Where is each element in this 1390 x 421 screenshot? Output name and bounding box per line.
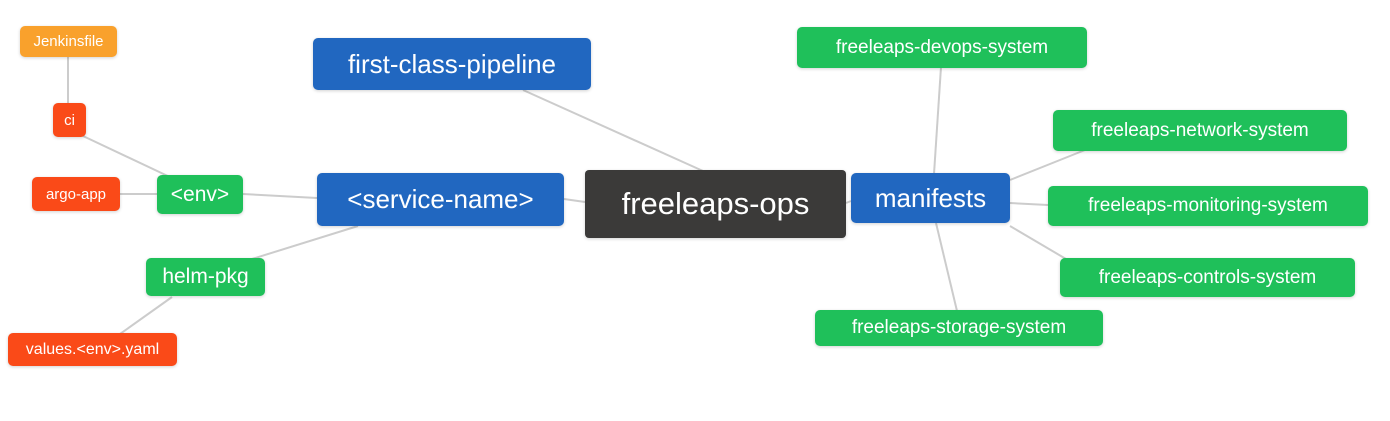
node-freeleaps-monitoring-system[interactable]: freeleaps-monitoring-system xyxy=(1048,186,1368,226)
edge-helm-pkg-service-name xyxy=(251,225,359,260)
node-freeleaps-devops-system[interactable]: freeleaps-devops-system xyxy=(797,27,1087,68)
node-first-class-pipeline[interactable]: first-class-pipeline xyxy=(313,38,591,90)
node-freeleaps-network-system[interactable]: freeleaps-network-system xyxy=(1053,110,1347,151)
node-freeleaps-ops[interactable]: freeleaps-ops xyxy=(585,170,846,238)
node-values-env-yaml[interactable]: values.<env>.yaml xyxy=(8,333,177,366)
node-freeleaps-storage-system[interactable]: freeleaps-storage-system xyxy=(815,310,1103,346)
edge-env-service-name xyxy=(242,193,318,199)
node-argo-app[interactable]: argo-app xyxy=(32,177,120,211)
node-ci[interactable]: ci xyxy=(53,103,86,137)
edge-freeleaps-ops-manifests xyxy=(845,200,852,204)
node-manifests[interactable]: manifests xyxy=(851,173,1010,223)
node-helm-pkg[interactable]: helm-pkg xyxy=(146,258,265,296)
edge-manifests-controls xyxy=(1009,225,1067,260)
edge-manifests-network xyxy=(1009,149,1086,181)
node-jenkinsfile[interactable]: Jenkinsfile xyxy=(20,26,117,57)
node-service-name[interactable]: <service-name> xyxy=(317,173,564,226)
edge-manifests-storage xyxy=(935,222,958,312)
edge-manifests-devops xyxy=(933,66,942,175)
edge-manifests-monitoring xyxy=(1009,202,1049,206)
edge-service-name-freeleaps-ops xyxy=(563,198,586,203)
edge-values-helm-pkg xyxy=(119,296,173,335)
node-env[interactable]: <env> xyxy=(157,175,243,214)
edge-pipeline-freeleaps-ops xyxy=(522,89,704,172)
edge-ci-env xyxy=(82,135,173,179)
node-freeleaps-controls-system[interactable]: freeleaps-controls-system xyxy=(1060,258,1355,297)
